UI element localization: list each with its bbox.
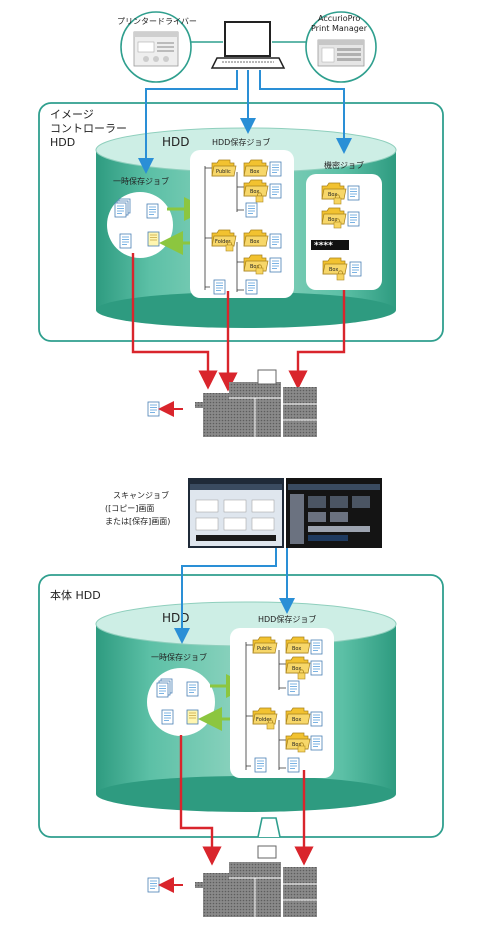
- hdd-label-bottom: HDD: [162, 611, 190, 625]
- svg-text:****: ****: [314, 241, 333, 251]
- svg-text:Box: Box: [329, 267, 338, 273]
- print-manager-label-line1: AccurioPro: [318, 14, 360, 23]
- svg-text:Box: Box: [250, 264, 259, 270]
- printer-bottom: [194, 845, 318, 918]
- arrow-to-temp-jobs: [138, 70, 238, 174]
- copy-screen-thumbnail: [188, 478, 284, 548]
- temp-jobs-label-bottom: 一時保存ジョブ: [151, 652, 207, 662]
- svg-text:Folder: Folder: [256, 717, 272, 723]
- save-screen-thumbnail: [286, 478, 382, 548]
- secure-jobs-label: 機密ジョブ: [324, 160, 364, 170]
- svg-text:Box: Box: [292, 717, 301, 723]
- arrow-to-secure-jobs: [259, 70, 352, 154]
- printer-driver-bubble: [120, 11, 192, 83]
- arrow-scan-to-temp: [174, 548, 277, 644]
- scan-job-label-line1: スキャンジョブ: [113, 490, 169, 500]
- laptop-icon: [210, 21, 286, 69]
- hdd-jobs-label-bottom: HDD保存ジョブ: [258, 614, 316, 624]
- red-arrow-temp-to-printer-bottom: [179, 735, 222, 866]
- red-arrow-temp-to-printer: [131, 253, 218, 390]
- controller-label-line2: コントローラー: [50, 122, 127, 135]
- hdd-label: HDD: [162, 135, 190, 149]
- temp-jobs-label: 一時保存ジョブ: [113, 176, 169, 186]
- svg-text:Box: Box: [250, 189, 259, 195]
- printer-driver-label: プリンタードライバー: [117, 17, 197, 26]
- output-document-icon: [147, 401, 160, 417]
- svg-text:Box: Box: [292, 742, 301, 748]
- controller-label-line3: HDD: [50, 136, 75, 149]
- red-arrow-secure-to-printer: [288, 290, 346, 390]
- svg-text:Box: Box: [328, 192, 337, 198]
- svg-text:Box: Box: [292, 666, 301, 672]
- controller-label-line1: イメージ: [50, 108, 94, 121]
- folder-folder-label: Folder: [215, 239, 231, 245]
- output-document-icon-bottom: [147, 877, 160, 893]
- svg-text:Box: Box: [328, 217, 337, 223]
- scan-job-label-line3: または[保存]画面): [105, 516, 170, 526]
- hdd-jobs-label: HDD保存ジョブ: [212, 137, 270, 147]
- svg-text:Box: Box: [250, 169, 259, 175]
- password-mask: [311, 240, 349, 250]
- print-manager-bubble: [305, 11, 377, 83]
- scan-job-label-line2: ([コピー]画面: [105, 504, 154, 513]
- temp-jobs-circle-bottom: [147, 668, 215, 736]
- printer-top: [194, 369, 318, 438]
- svg-text:Box: Box: [250, 239, 259, 245]
- svg-text:Box: Box: [292, 646, 301, 652]
- svg-text:Public: Public: [257, 646, 272, 652]
- folder-public-label: Public: [216, 169, 231, 175]
- print-manager-label-line2: Print Manager: [311, 24, 368, 33]
- main-hdd-label: 本体 HDD: [50, 588, 101, 602]
